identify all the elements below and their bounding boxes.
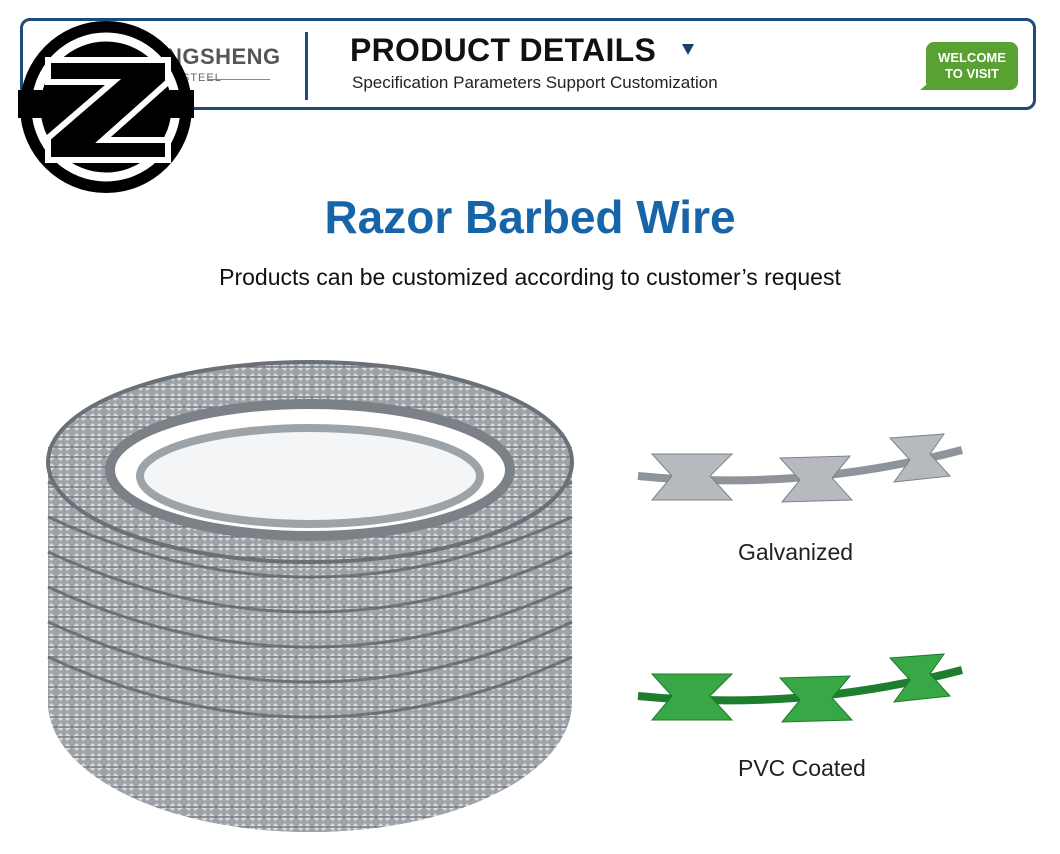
brand-underline — [208, 79, 270, 80]
header-divider — [305, 32, 308, 100]
razor-wire-coil-image — [46, 360, 574, 832]
product-title: Razor Barbed Wire — [324, 191, 736, 243]
variant-label-galvanized: Galvanized — [738, 539, 854, 565]
welcome-line2: TO VISIT — [945, 66, 999, 81]
galvanized-wire-sample-image — [637, 433, 964, 503]
page-subtitle: Specification Parameters Support Customi… — [352, 73, 718, 92]
welcome-line1: WELCOME — [938, 50, 1006, 65]
page-title: PRODUCT DETAILS — [350, 32, 657, 68]
brand-sub: STEEL — [182, 72, 222, 84]
welcome-button[interactable]: WELCOME TO VISIT — [926, 42, 1018, 90]
variant-label-pvc-coated: PVC Coated — [738, 755, 866, 781]
product-subtitle: Products can be customized according to … — [219, 264, 841, 290]
caret-down-icon[interactable] — [682, 44, 694, 55]
pvc-coated-wire-sample-image — [637, 653, 964, 723]
brand-logo-icon — [18, 21, 194, 193]
